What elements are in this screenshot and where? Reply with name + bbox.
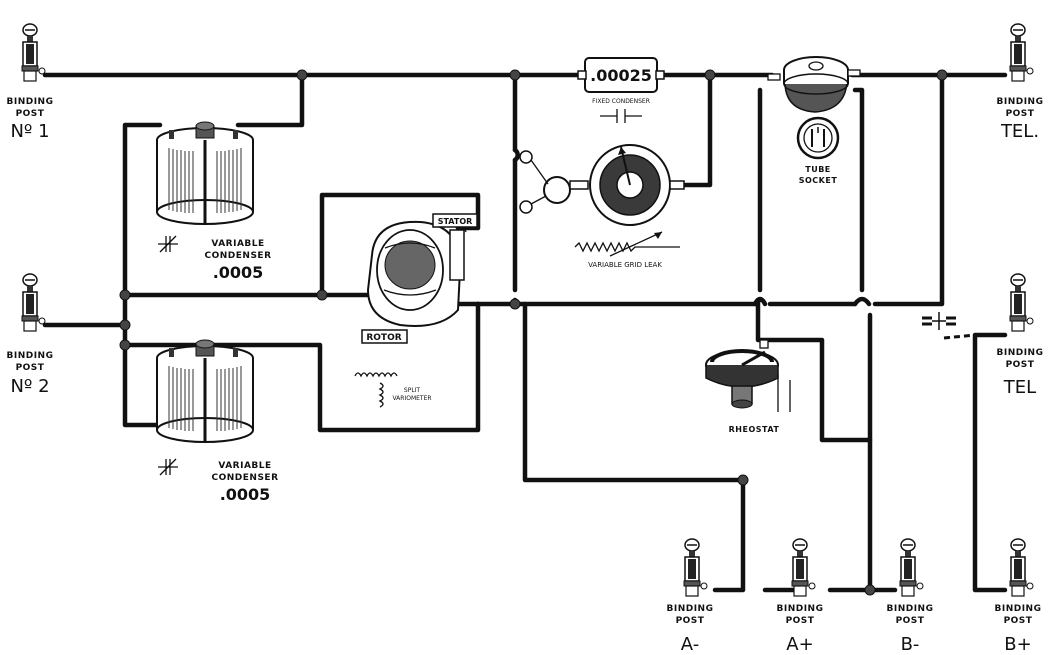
svg-text:VARIABLE: VARIABLE bbox=[218, 461, 271, 471]
svg-text:A+: A+ bbox=[786, 634, 813, 655]
variable-condenser-bottom: VARIABLE CONDENSER .0005 bbox=[155, 338, 279, 504]
binding-post-a-minus: BINDING POST A- bbox=[667, 538, 714, 655]
condenser-symbol-icon bbox=[158, 235, 178, 253]
condenser-symbol-icon bbox=[158, 458, 178, 476]
svg-text:BINDING: BINDING bbox=[995, 604, 1042, 614]
svg-text:BINDING: BINDING bbox=[777, 604, 824, 614]
svg-text:POST: POST bbox=[1006, 360, 1035, 370]
svg-text:.00025: .00025 bbox=[590, 66, 652, 85]
variable-condenser-top: VARIABLE CONDENSER .0005 bbox=[155, 120, 272, 282]
svg-text:A-: A- bbox=[681, 634, 699, 655]
svg-text:POST: POST bbox=[676, 616, 705, 626]
svg-text:TEL: TEL bbox=[1003, 377, 1036, 398]
svg-text:FIXED CONDENSER: FIXED CONDENSER bbox=[592, 98, 650, 105]
svg-text:POST: POST bbox=[1006, 109, 1035, 119]
variable-grid-leak: VARIABLE GRID LEAK bbox=[519, 144, 685, 269]
svg-text:SPLIT: SPLIT bbox=[404, 387, 421, 394]
tube-socket: TUBE SOCKET bbox=[767, 56, 861, 185]
fixed-condenser-symbol-icon bbox=[600, 109, 642, 123]
svg-text:Nº 2: Nº 2 bbox=[10, 376, 49, 397]
bypass-condenser-symbol bbox=[922, 312, 976, 340]
svg-text:POST: POST bbox=[786, 616, 815, 626]
svg-text:POST: POST bbox=[16, 363, 45, 373]
svg-text:BINDING: BINDING bbox=[997, 97, 1044, 107]
svg-text:.0005: .0005 bbox=[220, 485, 271, 504]
svg-text:POST: POST bbox=[16, 109, 45, 119]
svg-text:POST: POST bbox=[1004, 616, 1033, 626]
svg-text:SOCKET: SOCKET bbox=[799, 176, 838, 185]
svg-text:RHEOSTAT: RHEOSTAT bbox=[729, 425, 780, 434]
svg-text:POST: POST bbox=[896, 616, 925, 626]
rheostat: RHEOSTAT bbox=[705, 339, 791, 434]
svg-text:.0005: .0005 bbox=[213, 263, 264, 282]
binding-post-b-plus: BINDING POST B+ bbox=[995, 538, 1042, 655]
svg-text:BINDING: BINDING bbox=[887, 604, 934, 614]
svg-text:BINDING: BINDING bbox=[7, 97, 54, 107]
svg-text:VARIABLE GRID LEAK: VARIABLE GRID LEAK bbox=[588, 261, 662, 269]
svg-text:TEL.: TEL. bbox=[1000, 121, 1039, 142]
svg-text:BINDING: BINDING bbox=[7, 351, 54, 361]
svg-text:CONDENSER: CONDENSER bbox=[205, 251, 272, 261]
svg-text:VARIABLE: VARIABLE bbox=[211, 239, 264, 249]
fixed-condenser: .00025 FIXED CONDENSER bbox=[577, 57, 665, 123]
binding-post-no1: BINDING POST Nº 1 bbox=[7, 23, 54, 142]
svg-text:Nº 1: Nº 1 bbox=[10, 121, 49, 142]
svg-text:STATOR: STATOR bbox=[438, 217, 473, 226]
binding-post-no2: BINDING POST Nº 2 bbox=[7, 273, 54, 397]
binding-post-tel2: BINDING POST TEL bbox=[997, 273, 1044, 398]
svg-text:ROTOR: ROTOR bbox=[366, 333, 401, 343]
split-variometer: STATOR ROTOR SPLIT VARIOMETER bbox=[354, 213, 478, 408]
binding-post-b-minus: BINDING POST B- bbox=[887, 538, 934, 655]
svg-text:VARIOMETER: VARIOMETER bbox=[392, 395, 431, 402]
binding-post-a-plus: BINDING POST A+ bbox=[777, 538, 824, 655]
svg-text:B-: B- bbox=[901, 634, 920, 655]
svg-text:BINDING: BINDING bbox=[997, 348, 1044, 358]
binding-post-tel1: BINDING POST TEL. bbox=[997, 23, 1044, 142]
svg-text:BINDING: BINDING bbox=[667, 604, 714, 614]
svg-text:CONDENSER: CONDENSER bbox=[212, 473, 279, 483]
svg-text:B+: B+ bbox=[1004, 634, 1031, 655]
svg-text:TUBE: TUBE bbox=[805, 165, 831, 174]
